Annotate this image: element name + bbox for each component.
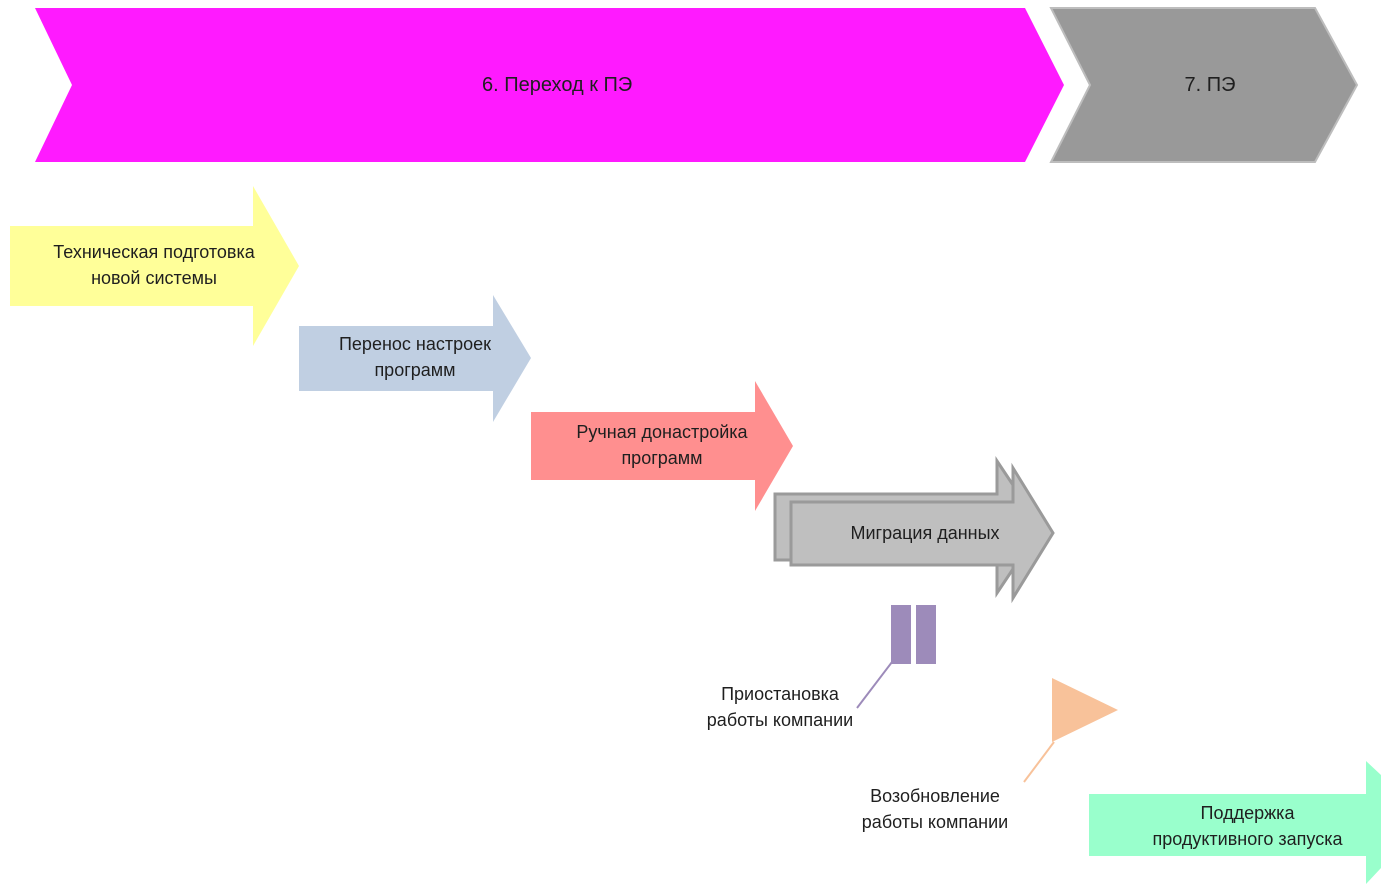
tech-prep-label-line-1: Техническая подготовка bbox=[53, 242, 255, 262]
resume-label-line-1: Возобновление bbox=[870, 786, 1000, 806]
pause-callout-line bbox=[856, 661, 893, 709]
manual-setup-label-line-1: Ручная донастройка bbox=[576, 422, 748, 442]
resume-label: Возобновление работы компании bbox=[835, 783, 1035, 835]
tech-prep-label: Техническая подготовка новой системы bbox=[22, 239, 286, 291]
pause-icon-bar-right bbox=[916, 605, 936, 664]
settings-transfer-arrow bbox=[299, 295, 531, 422]
pause-label: Приостановка работы компании bbox=[680, 681, 880, 733]
resume-label-line-2: работы компании bbox=[861, 812, 1009, 832]
settings-transfer-label-line-2: программ bbox=[374, 360, 456, 380]
phase-transition-chevron bbox=[35, 8, 1064, 162]
data-migration-label: Миграция данных bbox=[850, 523, 1000, 543]
manual-setup-label: Ручная донастройка программ bbox=[532, 419, 792, 471]
data-migration-arrow-front bbox=[789, 462, 1055, 604]
production-support-label-line-2: продуктивного запуска bbox=[1152, 829, 1343, 849]
phase-production-label: 7. ПЭ bbox=[1184, 74, 1236, 96]
tech-prep-arrow bbox=[10, 186, 299, 346]
production-support-arrow bbox=[1089, 761, 1381, 884]
manual-setup-label-line-2: программ bbox=[621, 448, 703, 468]
pause-icon-bar-left bbox=[891, 605, 911, 664]
pause-label-line-2: работы компании bbox=[706, 710, 854, 730]
resume-play-icon bbox=[1052, 678, 1118, 742]
production-support-label-line-1: Поддержка bbox=[1200, 803, 1295, 823]
production-support-label: Поддержка продуктивного запуска bbox=[1120, 800, 1375, 852]
settings-transfer-label-line-1: Перенос настроек bbox=[338, 334, 492, 354]
tech-prep-label-line-2: новой системы bbox=[91, 268, 217, 288]
manual-setup-arrow bbox=[531, 381, 793, 511]
resume-callout-line bbox=[1023, 741, 1055, 783]
phase-transition-label: 6. Переход к ПЭ bbox=[482, 74, 633, 96]
settings-transfer-label: Перенос настроек программ bbox=[300, 331, 530, 383]
phase-production-chevron bbox=[1049, 7, 1359, 163]
pause-label-line-1: Приостановка bbox=[721, 684, 839, 704]
